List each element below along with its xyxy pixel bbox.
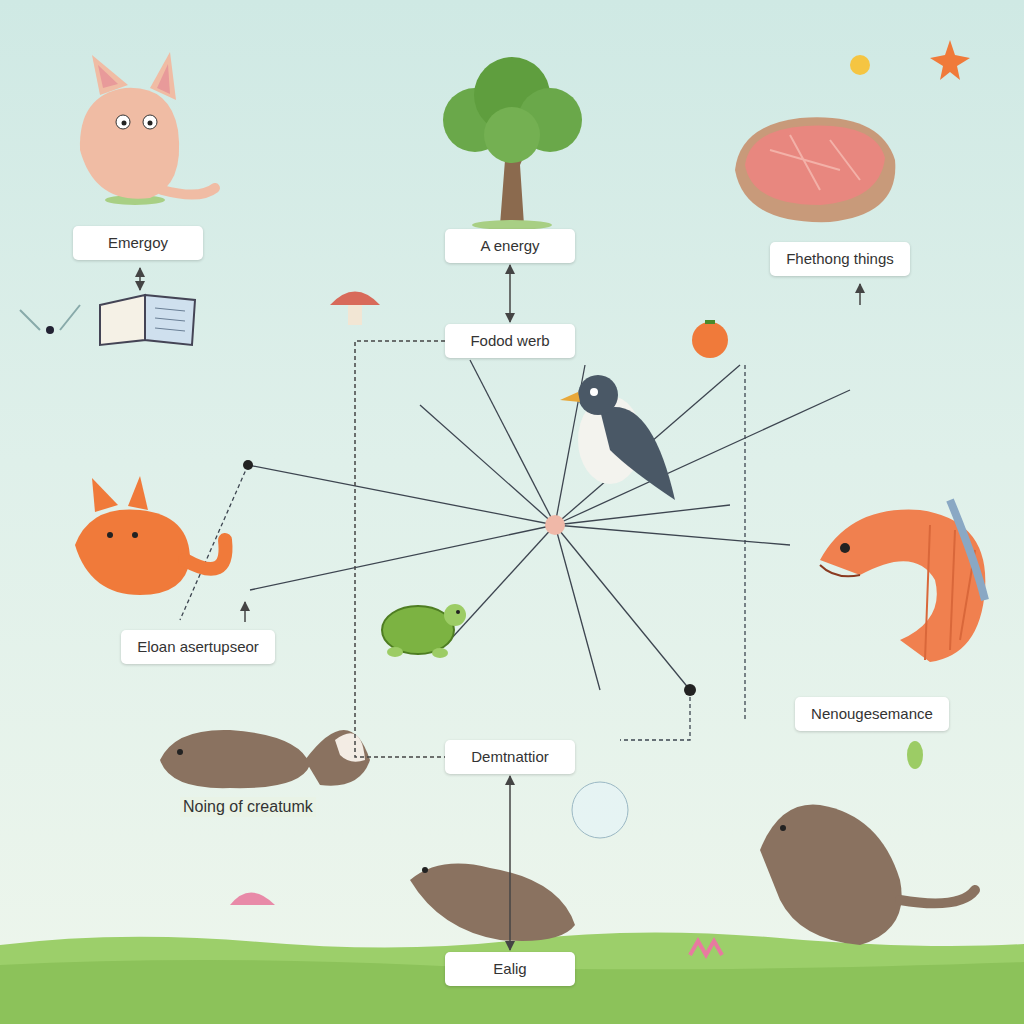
node-text: Emergoy xyxy=(108,234,168,251)
fox xyxy=(75,476,226,595)
energy-box: A energy xyxy=(445,229,575,263)
meat xyxy=(735,117,895,222)
connector xyxy=(509,265,511,322)
decorations xyxy=(20,40,985,955)
node-text: Ealig xyxy=(493,960,526,977)
turtle xyxy=(382,604,466,658)
free-label: Noing of creatumk xyxy=(180,797,316,817)
cat xyxy=(80,52,215,205)
squirrel xyxy=(160,730,370,788)
node-text: A energy xyxy=(480,237,539,254)
eating-box: Ealig xyxy=(445,952,575,986)
node-text: Fhethong things xyxy=(786,250,894,267)
group-box: Eloan asertupseor xyxy=(121,630,275,664)
connector xyxy=(509,776,511,950)
book xyxy=(100,295,195,345)
node-text: Eloan asertupseor xyxy=(137,638,259,655)
node-text: Demtnattior xyxy=(471,748,549,765)
tree xyxy=(443,57,582,230)
node-text: Nenougesemance xyxy=(811,705,933,722)
otter xyxy=(410,805,975,945)
node-text: Fodod werb xyxy=(470,332,549,349)
connector xyxy=(355,341,445,757)
energy-box: Emergoy xyxy=(73,226,203,260)
food-web-box: Fodod werb xyxy=(445,324,575,358)
group-box: Nenougesemance xyxy=(795,697,949,731)
group-box: Demtnattior xyxy=(445,740,575,774)
things-box: Fhethong things xyxy=(770,242,910,276)
bird xyxy=(560,375,675,500)
